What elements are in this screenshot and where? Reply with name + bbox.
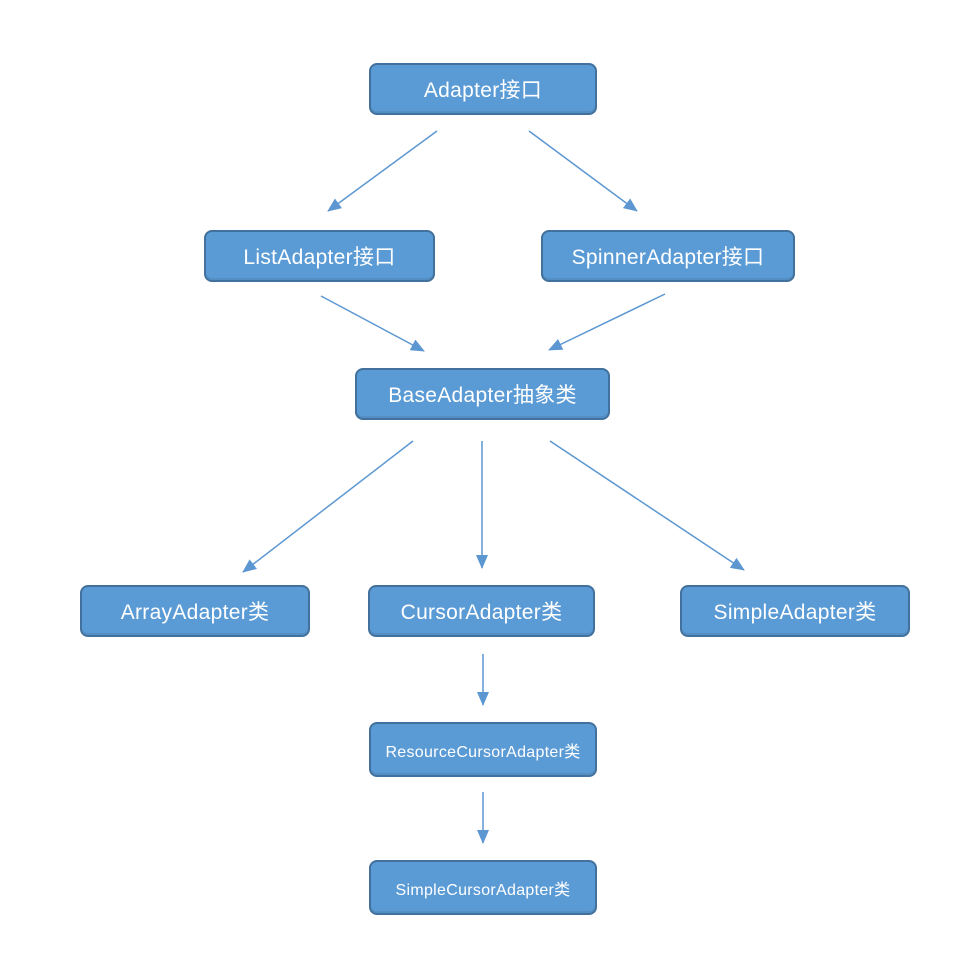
node-adapter-interface: Adapter接口 [369,63,597,115]
node-simple-adapter: SimpleAdapter类 [680,585,910,637]
arrow-adapter-interface-to-list-adapter-interface [327,130,438,212]
arrow-base-adapter-abstract-to-array-adapter [242,440,414,573]
node-list-adapter-interface: ListAdapter接口 [204,230,435,282]
node-spinner-adapter-interface: SpinnerAdapter接口 [541,230,795,282]
node-base-adapter-abstract: BaseAdapter抽象类 [355,368,610,420]
arrow-spinner-adapter-interface-to-base-adapter-abstract [548,293,666,351]
node-cursor-adapter: CursorAdapter类 [368,585,595,637]
node-array-adapter: ArrayAdapter类 [80,585,310,637]
node-simple-cursor-adapter: SimpleCursorAdapter类 [369,860,597,915]
arrow-list-adapter-interface-to-base-adapter-abstract [320,295,425,352]
arrow-adapter-interface-to-spinner-adapter-interface [528,130,638,212]
arrow-base-adapter-abstract-to-simple-adapter [549,440,745,571]
node-resource-cursor-adapter: ResourceCursorAdapter类 [369,722,597,777]
